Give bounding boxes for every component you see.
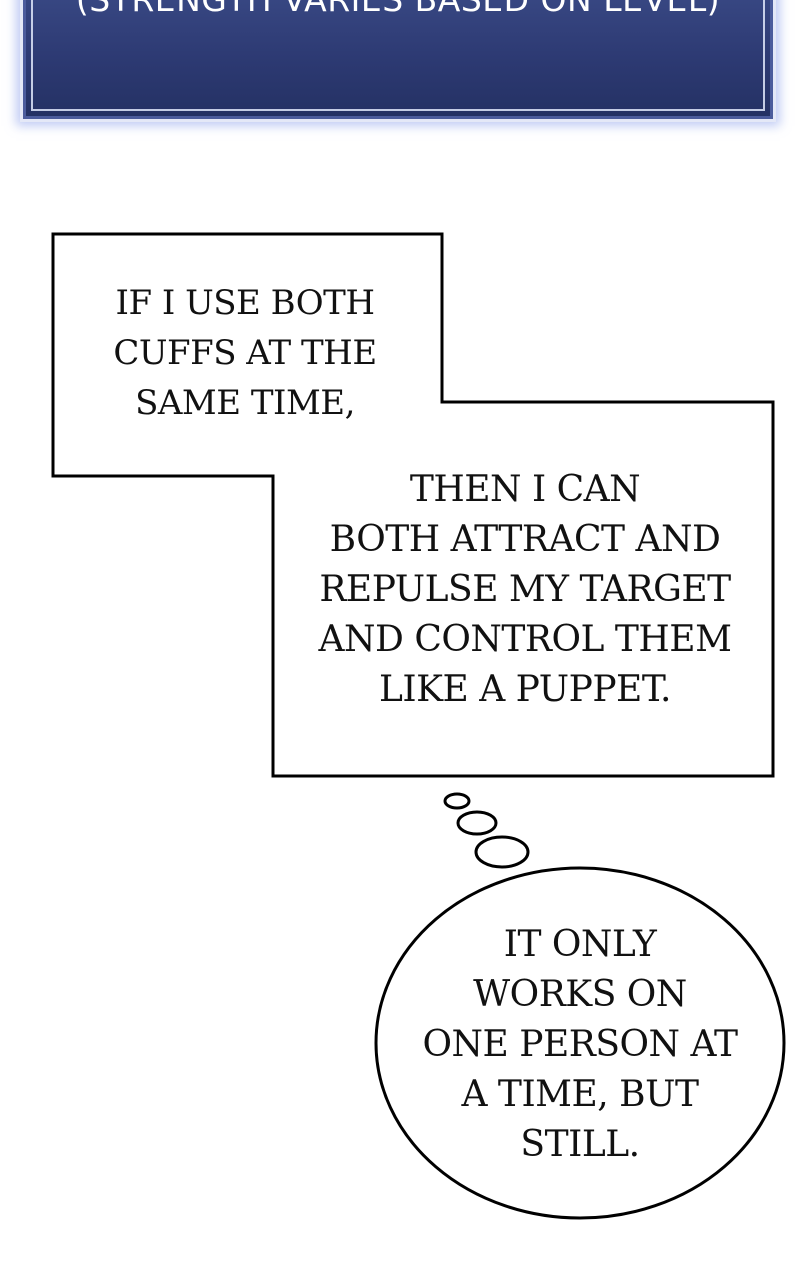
narration-text-part1: IF I USE BOTH CUFFS AT THE SAME TIME, xyxy=(113,283,377,423)
thought-bubble-text: IT ONLY WORKS ON ONE PERSON AT A TIME, B… xyxy=(422,924,738,1165)
thought-trail-small xyxy=(443,792,471,810)
narration-box-outline xyxy=(51,232,775,778)
thought-bubble-outline xyxy=(374,866,786,1220)
narration-text-part2: THEN I CAN BOTH ATTRACT AND REPULSE MY T… xyxy=(318,469,732,710)
thought-trail-large xyxy=(474,835,530,869)
thought-trail-medium xyxy=(456,810,498,836)
system-window-text: (STRENGTH VARIES BASED ON LEVEL) xyxy=(23,0,773,19)
system-window: (STRENGTH VARIES BASED ON LEVEL) xyxy=(20,0,776,122)
